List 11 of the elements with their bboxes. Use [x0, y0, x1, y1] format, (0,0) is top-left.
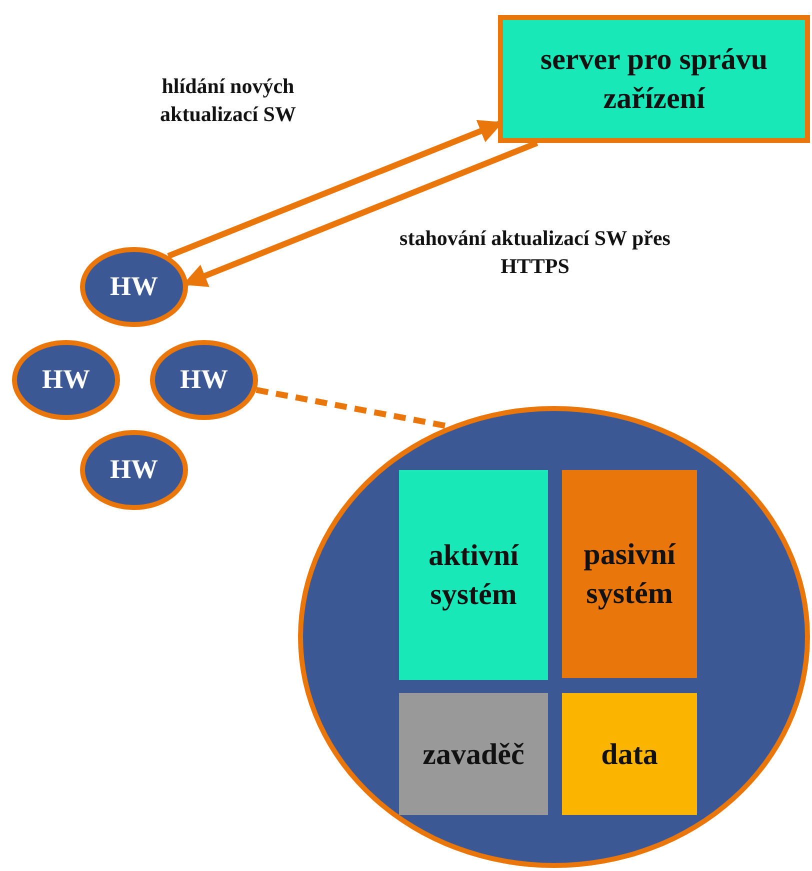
- component-box: data: [562, 693, 697, 815]
- hw-circle: HW: [80, 247, 188, 327]
- component-box: zavaděč: [399, 693, 548, 815]
- hw-circle: HW: [12, 340, 120, 420]
- hw-circle: HW: [150, 340, 258, 420]
- component-box: aktivní systém: [399, 470, 548, 680]
- component-box: pasivní systém: [562, 470, 697, 678]
- edge-label: hlídání nových aktualizací SW: [159, 73, 297, 128]
- server-box: server pro správu zařízení: [498, 15, 810, 143]
- hw-circle: HW: [80, 430, 188, 510]
- edge-label: stahování aktualizací SW přes HTTPS: [398, 225, 672, 280]
